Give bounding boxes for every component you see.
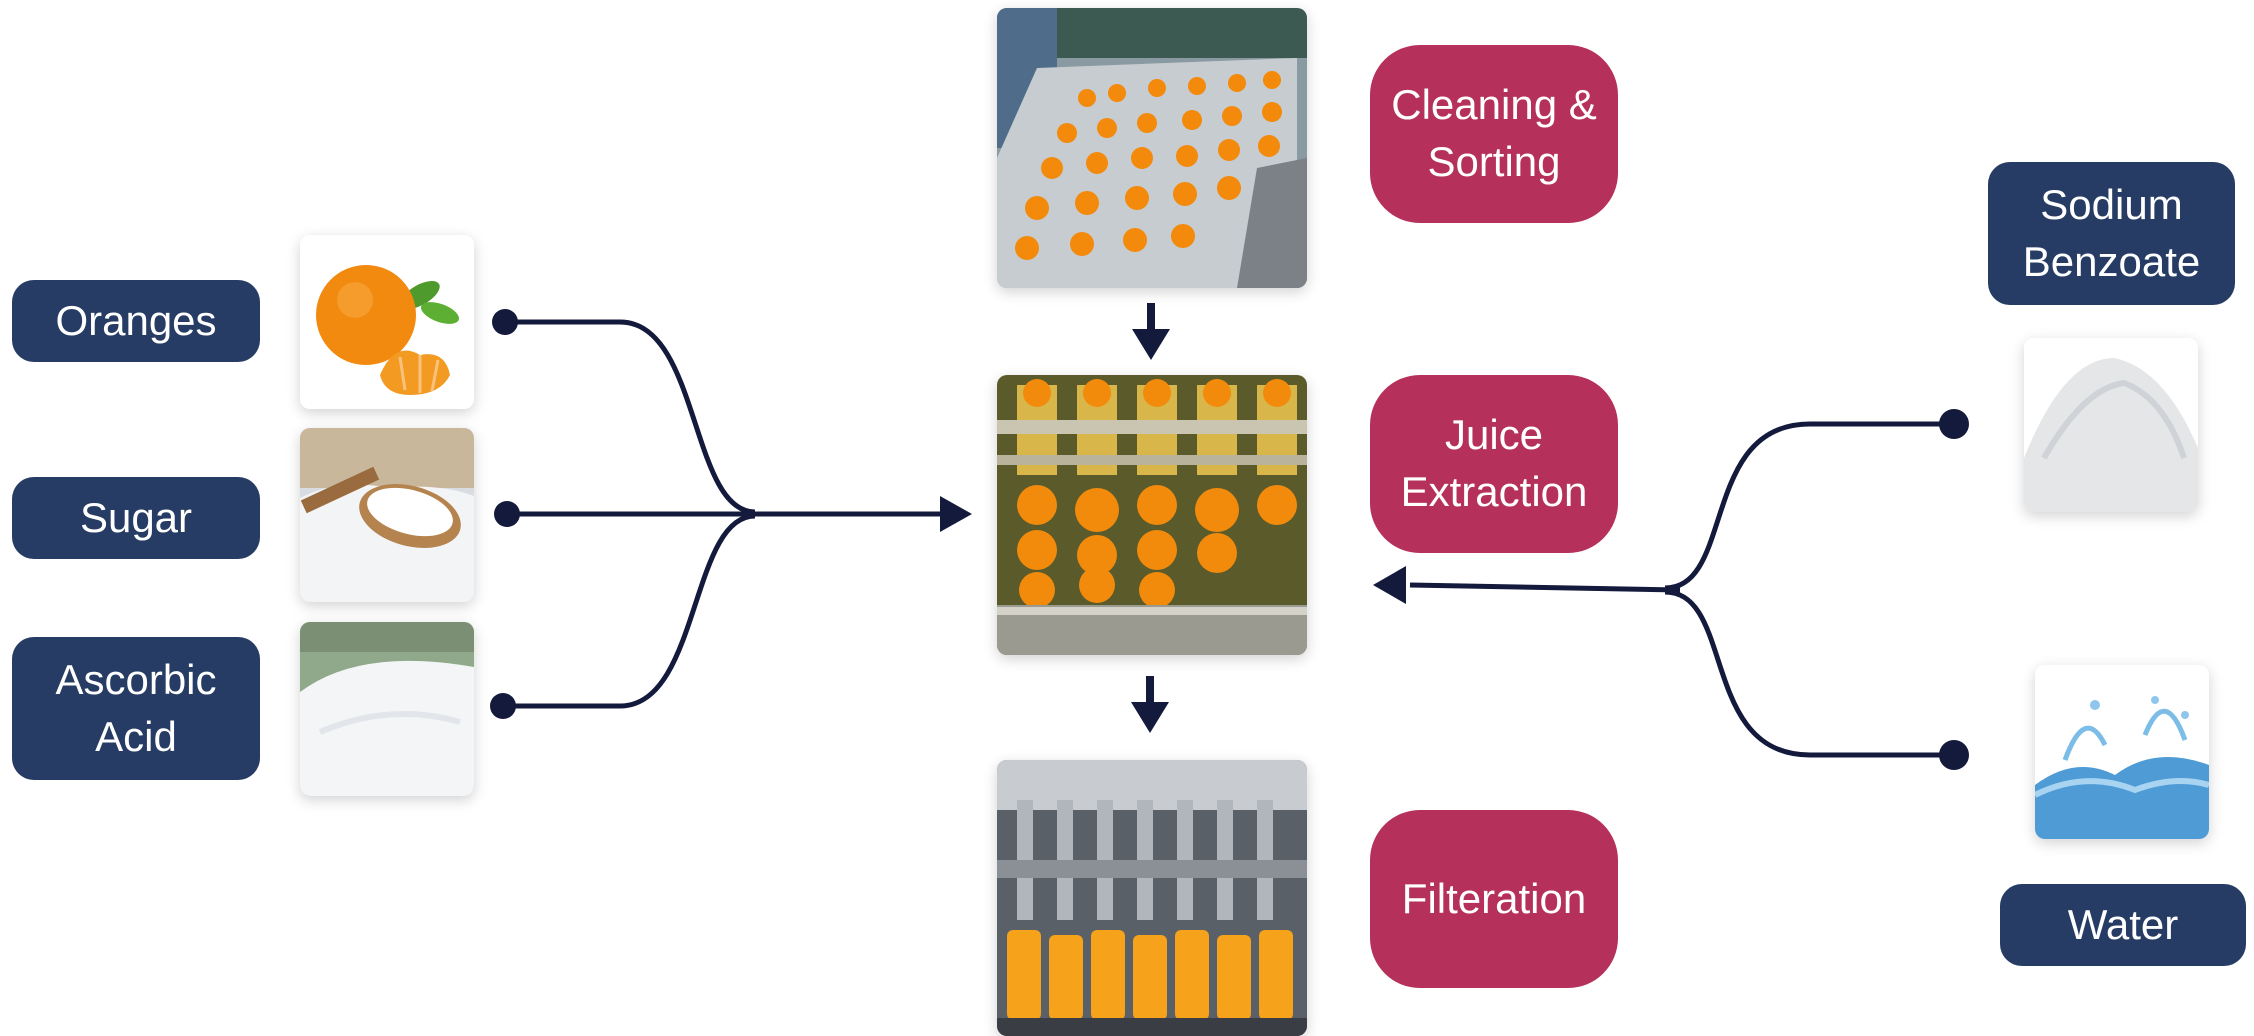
extractor-machine-photo bbox=[997, 375, 1307, 655]
connector-sodium-benzoate bbox=[1664, 421, 1952, 591]
arrowhead-right bbox=[1373, 566, 1406, 604]
powder-pile-photo bbox=[2024, 338, 2198, 512]
connector-oranges bbox=[505, 319, 756, 515]
connector-right-main bbox=[1409, 582, 1681, 593]
down-arrow-1-shaft bbox=[1147, 303, 1155, 331]
white-powder-photo bbox=[300, 622, 474, 796]
input-label-water: Water bbox=[2000, 884, 2246, 966]
connector-water bbox=[1664, 589, 1952, 758]
connector-ascorbic-acid bbox=[505, 513, 756, 709]
dot-water bbox=[1939, 740, 1969, 770]
down-arrow-2-shaft bbox=[1146, 676, 1154, 704]
sugar-spoon-photo bbox=[300, 428, 474, 602]
arrowhead-left bbox=[940, 496, 972, 532]
dot-oranges bbox=[492, 309, 518, 335]
input-label-sugar: Sugar bbox=[12, 477, 260, 559]
dot-sodium-benzoate bbox=[1939, 409, 1969, 439]
bottling-line-photo bbox=[997, 760, 1307, 1036]
step-label-filteration: Filteration bbox=[1370, 810, 1618, 988]
step-label-cleaning-sorting: Cleaning & Sorting bbox=[1370, 45, 1618, 223]
conveyor-oranges-photo bbox=[997, 8, 1307, 288]
input-label-ascorbic-acid: Ascorbic Acid bbox=[12, 637, 260, 780]
down-arrow-1-head bbox=[1132, 329, 1170, 360]
down-arrow-2-head bbox=[1131, 702, 1169, 733]
oranges-photo bbox=[300, 235, 474, 409]
step-label-juice-extraction: Juice Extraction bbox=[1370, 375, 1618, 553]
input-label-sodium-benzoate: Sodium Benzoate bbox=[1988, 162, 2235, 305]
input-label-oranges: Oranges bbox=[12, 280, 260, 362]
dot-ascorbic-acid bbox=[490, 693, 516, 719]
dot-sugar bbox=[494, 501, 520, 527]
water-splash-photo bbox=[2035, 665, 2209, 839]
